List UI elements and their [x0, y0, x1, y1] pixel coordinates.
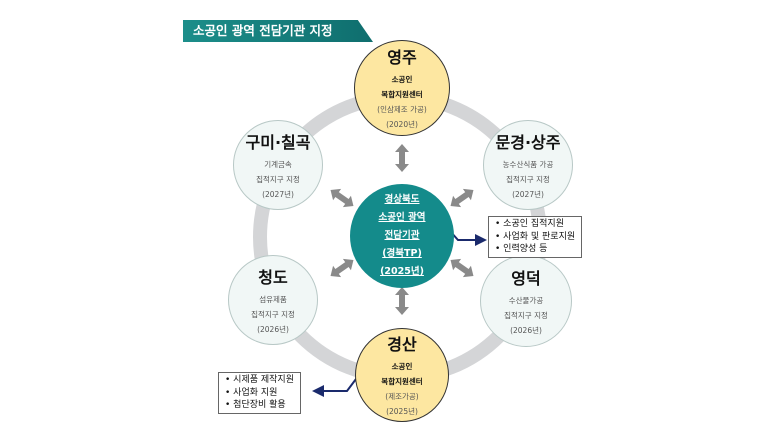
- node-title: 경산: [387, 335, 417, 354]
- node-line: (2026년): [257, 324, 289, 334]
- node-line: (제조가공): [385, 392, 419, 401]
- node-gumi: 구미·칠곡 기계금속 집적지구 지정 (2027년): [233, 120, 323, 210]
- node-line: 소공인: [391, 362, 413, 371]
- center-line: (경북TP): [382, 248, 422, 259]
- bullet-item: 소공인 집적지원: [495, 218, 575, 231]
- node-line: (2020년): [386, 120, 418, 129]
- arrow-yeongju: [395, 144, 409, 172]
- bullet-item: 사업화 및 판로지원: [495, 231, 575, 244]
- bullet-item: 첨단장비 활용: [225, 399, 294, 412]
- node-title: 영덕: [511, 268, 541, 288]
- node-gyeongsan: 경산 소공인 복합지원센터 (제조가공) (2025년): [355, 328, 449, 422]
- center-line: 소공인 광역: [378, 212, 426, 223]
- node-title: 문경·상주: [495, 132, 561, 152]
- center-line: (2025년): [380, 266, 424, 277]
- node-line: 집적지구 지정: [256, 174, 300, 184]
- node-center: 경상북도 소공인 광역 전담기관 (경북TP) (2025년): [350, 184, 454, 288]
- node-line: 수산물가공: [508, 295, 544, 305]
- arrow-mungyeong: [446, 184, 478, 212]
- node-yeongdeok: 영덕 수산물가공 집적지구 지정 (2026년): [480, 255, 572, 347]
- bullet-item: 인력양성 등: [495, 243, 575, 256]
- node-yeongju: 영주 소공인 복합지원센터 (인삼제조 가공) (2020년): [354, 40, 450, 136]
- node-line: (2027년): [512, 189, 544, 199]
- node-cheongdo: 청도 섬유제품 집적지구 지정 (2026년): [228, 255, 318, 345]
- bullet-item: 사업화 지원: [225, 387, 294, 400]
- node-line: (2027년): [262, 189, 294, 199]
- node-mungyeong: 문경·상주 농수산식품 가공 집적지구 지정 (2027년): [483, 120, 573, 210]
- arrow-gyeongsan: [395, 287, 409, 315]
- node-title: 청도: [258, 267, 288, 287]
- node-title: 영주: [387, 48, 417, 67]
- node-line: (2025년): [386, 407, 418, 416]
- node-line: 섬유제품: [259, 294, 287, 304]
- arrow-yeongdeok: [446, 254, 478, 282]
- node-line: (인삼제조 가공): [377, 105, 427, 114]
- arrow-cheongdo: [326, 254, 358, 282]
- node-line: 농수산식품 가공: [502, 159, 554, 169]
- node-line: 집적지구 지정: [506, 174, 550, 184]
- node-line: 복합지원센터: [381, 377, 423, 386]
- bullet-item: 시제품 제작지원: [225, 374, 294, 387]
- title-banner: 소공인 광역 전담기관 지정: [183, 20, 373, 42]
- node-line: 기계금속: [264, 159, 292, 169]
- node-line: 복합지원센터: [381, 90, 423, 99]
- connector-center: [449, 230, 487, 246]
- node-line: 집적지구 지정: [504, 310, 548, 320]
- center-line: 전담기관: [384, 230, 420, 241]
- arrow-gumi: [326, 184, 358, 212]
- gyeongsan-support-box: 시제품 제작지원 사업화 지원 첨단장비 활용: [218, 372, 301, 414]
- node-line: 집적지구 지정: [251, 309, 295, 319]
- connector-gyeongsan: [312, 378, 357, 397]
- node-line: 소공인: [391, 75, 413, 84]
- center-support-box: 소공인 집적지원 사업화 및 판로지원 인력양성 등: [488, 216, 583, 258]
- center-line: 경상북도: [384, 194, 420, 205]
- node-line: (2026년): [510, 325, 542, 335]
- node-title: 구미·칠곡: [245, 132, 311, 152]
